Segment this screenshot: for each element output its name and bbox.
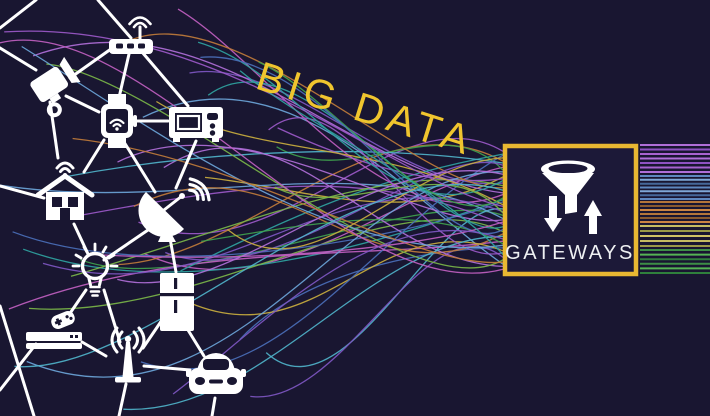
network-edge	[117, 382, 128, 416]
network-edge	[82, 138, 106, 174]
network-edge	[142, 364, 192, 372]
flow-line	[4, 30, 504, 208]
funnel-icon	[541, 160, 595, 214]
flow-line	[239, 70, 504, 255]
network-edge	[210, 396, 217, 416]
flow-line	[168, 241, 504, 316]
flow-line	[46, 63, 504, 269]
flow-line	[0, 39, 504, 274]
refrigerator-icon	[160, 273, 194, 331]
gateway-output-lines	[640, 144, 710, 274]
big-data-flow-lines	[0, 8, 504, 410]
flow-line	[200, 56, 504, 235]
flow-line	[140, 154, 504, 370]
network-edge	[141, 318, 164, 350]
network-edge	[102, 288, 122, 344]
network-edge	[174, 139, 198, 190]
network-edge	[186, 328, 206, 358]
download-arrow-icon	[544, 196, 562, 232]
flow-line	[133, 187, 504, 254]
network-edge	[122, 140, 157, 194]
microwave-icon	[167, 105, 225, 144]
flow-line	[268, 117, 504, 255]
flow-line	[115, 33, 504, 189]
network-edge	[168, 236, 178, 274]
flow-line	[65, 150, 504, 178]
flow-line	[138, 137, 504, 235]
network-edge	[0, 46, 38, 72]
network-edge	[80, 340, 108, 358]
network-edge	[140, 50, 190, 108]
flow-line	[123, 235, 504, 410]
flow-line	[276, 144, 504, 171]
flow-line	[258, 61, 504, 207]
network-edge	[64, 94, 101, 114]
flow-line	[274, 183, 504, 214]
flow-line	[88, 221, 504, 258]
flow-line	[80, 209, 504, 270]
flow-line	[0, 182, 504, 220]
flow-line	[180, 153, 504, 272]
flow-line	[72, 137, 504, 264]
flow-line	[42, 197, 504, 275]
flow-line	[277, 127, 504, 182]
flow-line	[32, 42, 504, 194]
flow-line	[117, 144, 504, 222]
gateways-label: GATEWAYS	[505, 242, 635, 264]
gateways-box: GATEWAYS	[502, 143, 639, 277]
flow-line	[163, 147, 504, 268]
network-edge	[0, 304, 36, 416]
network-edge	[0, 0, 38, 30]
flow-line	[265, 208, 504, 368]
flow-line	[14, 183, 504, 368]
network-edge	[48, 100, 60, 160]
flow-line	[12, 201, 504, 257]
upload-arrow-icon	[584, 200, 602, 234]
network-edge	[96, 0, 133, 40]
